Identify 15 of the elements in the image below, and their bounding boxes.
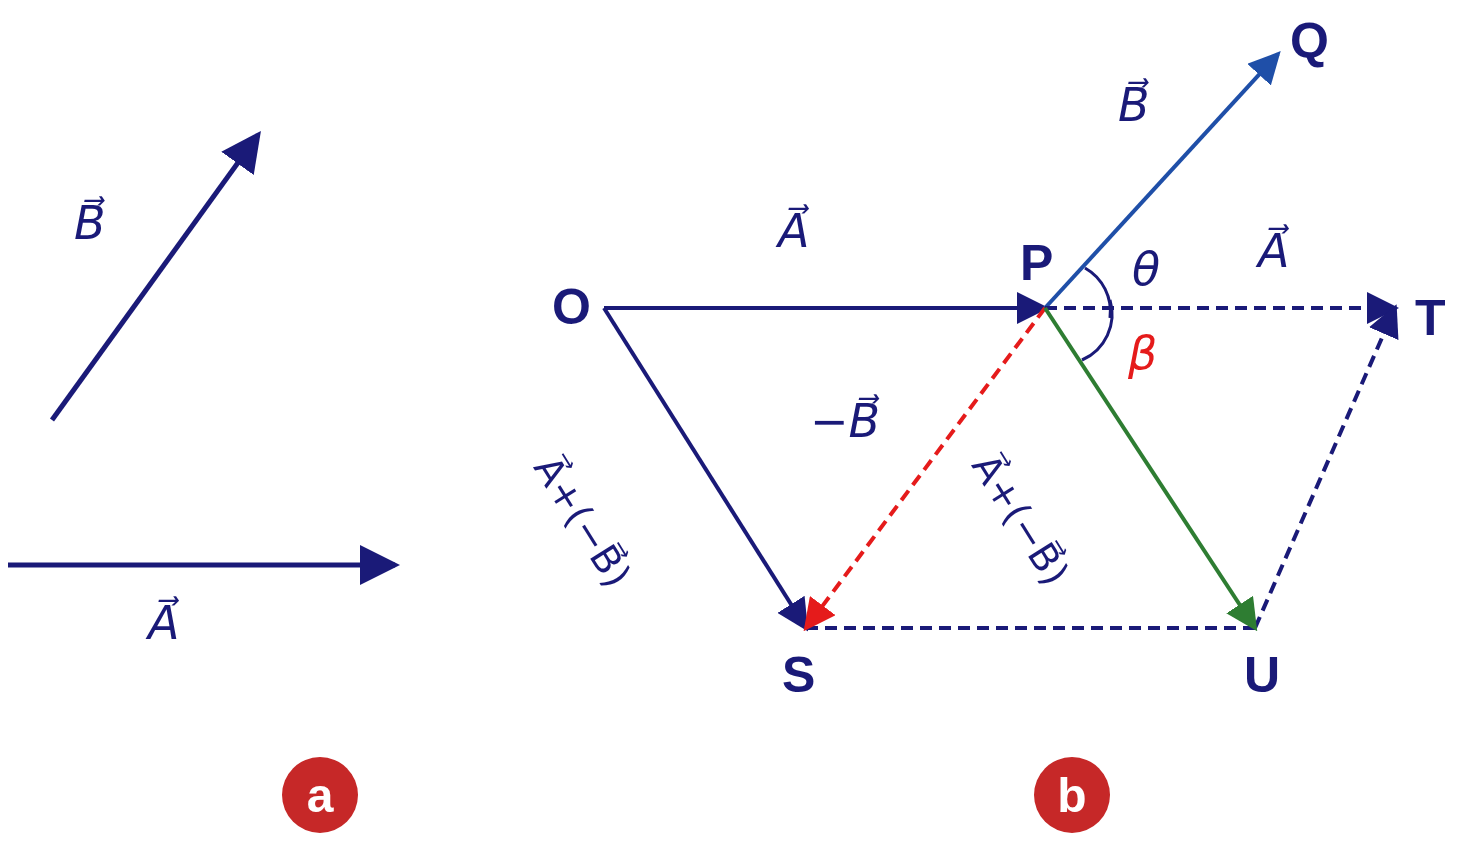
point-label: T	[1415, 293, 1446, 343]
arrow	[1253, 304, 1399, 629]
point-label: O	[552, 282, 591, 332]
point-label: S	[782, 650, 816, 700]
arrow	[1043, 51, 1281, 310]
arrow	[1043, 306, 1258, 632]
arrow	[803, 306, 1047, 632]
panel-letter: b	[1034, 757, 1110, 833]
panel-letter: a	[282, 757, 358, 833]
arrow	[602, 306, 809, 632]
point-label: P	[1020, 238, 1054, 288]
arrow	[1045, 292, 1399, 324]
point-label: Q	[1290, 16, 1329, 66]
point-label: U	[1244, 650, 1281, 700]
dashed-line	[806, 626, 1255, 630]
